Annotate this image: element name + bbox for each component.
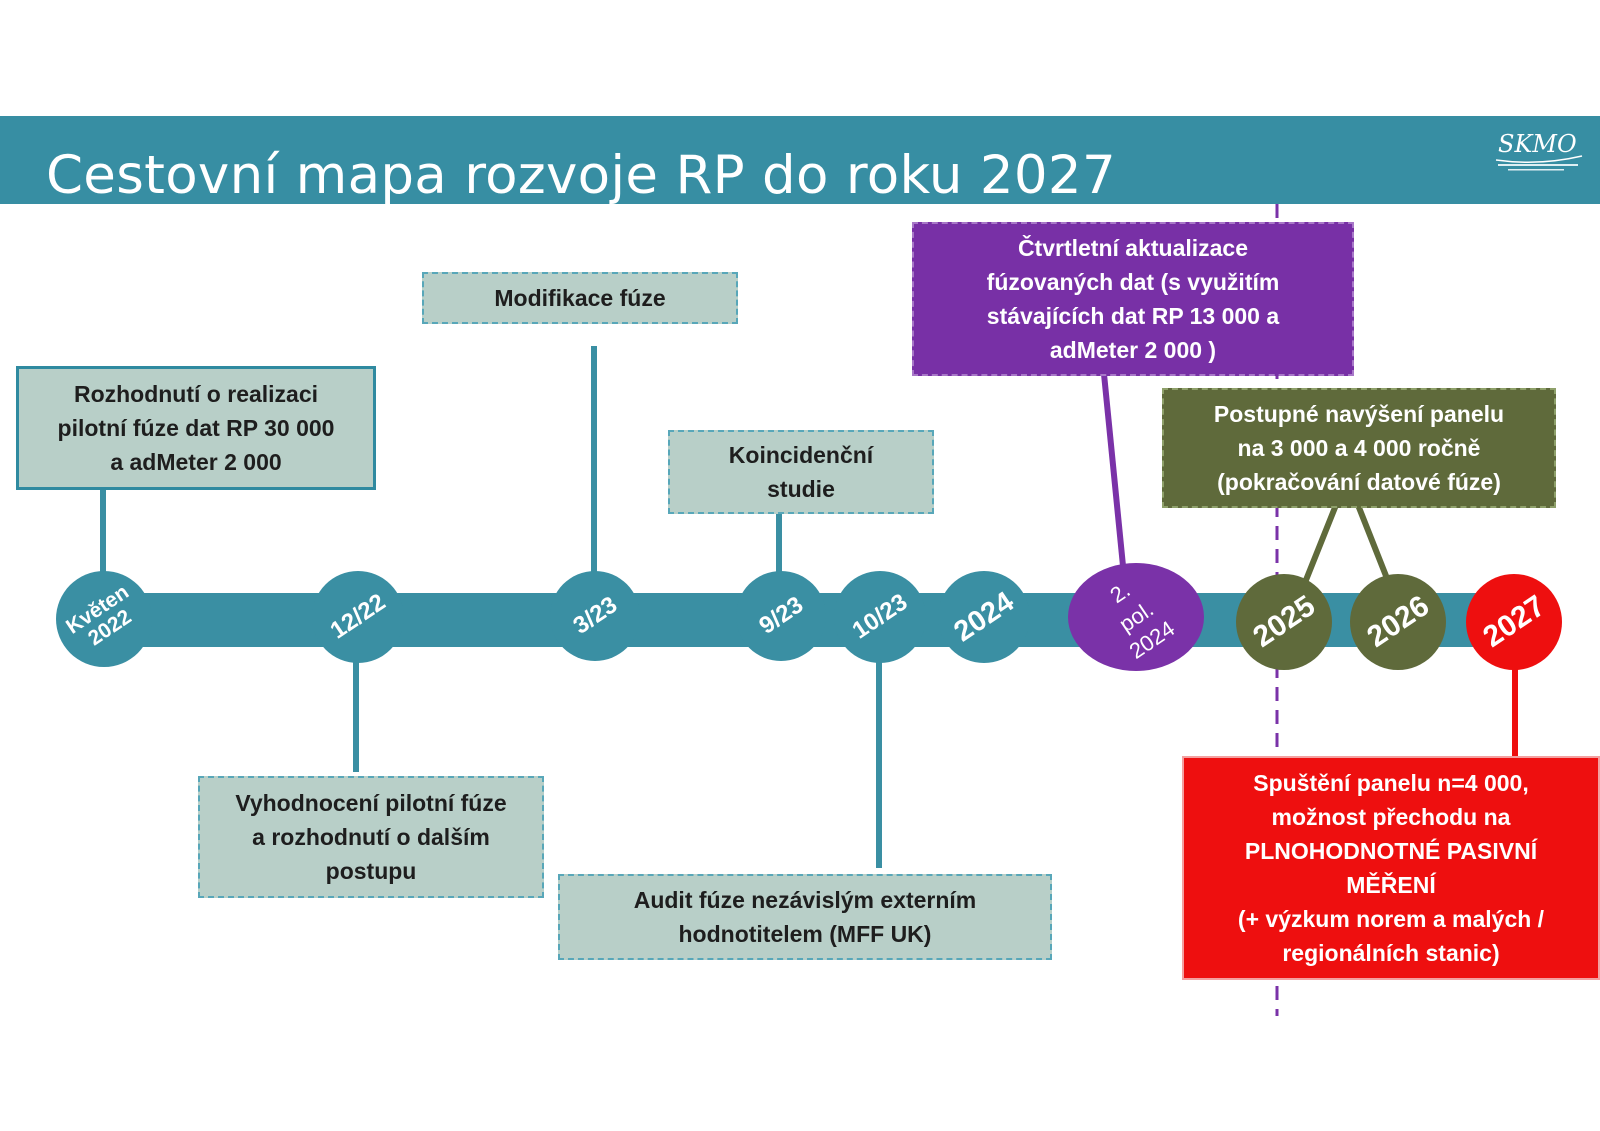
- box-evaluation-pilot-fusion: Vyhodnocení pilotní fúze a rozhodnutí o …: [198, 776, 544, 898]
- box-fusion-modification: Modifikace fúze: [422, 272, 738, 324]
- milestone-9-23: 9/23: [736, 571, 826, 661]
- header-bar: [0, 116, 1600, 204]
- milestone-label: 2025: [1246, 589, 1321, 655]
- milestone-label: 2026: [1360, 589, 1435, 655]
- milestone-label: 10/23: [847, 588, 913, 645]
- box-coincidence-study: Koincidenční studie: [668, 430, 934, 514]
- milestone-label: 2024: [948, 585, 1020, 649]
- milestone-2-pol-2024: 2. pol. 2024: [1068, 563, 1204, 671]
- milestone-label: 3/23: [568, 591, 622, 641]
- connector-coincidence: [776, 512, 782, 578]
- milestone-2024: 2024: [938, 571, 1030, 663]
- milestone-label: 2. pol. 2024: [1104, 577, 1179, 665]
- milestone-label: 12/22: [325, 588, 391, 645]
- milestone-2025: 2025: [1236, 574, 1332, 670]
- connector-modification: [591, 346, 597, 578]
- box-decision-pilot-fusion: Rozhodnutí o realizaci pilotní fúze dat …: [16, 366, 376, 490]
- milestone-10-23: 10/23: [834, 571, 926, 663]
- connector-evaluation: [353, 640, 359, 772]
- milestone-2026: 2026: [1350, 574, 1446, 670]
- connector-decision: [100, 487, 106, 599]
- milestone-label: 9/23: [754, 591, 808, 641]
- milestone-label: Květen 2022: [62, 580, 136, 651]
- connector-panel-increase-2027: [1512, 650, 1518, 757]
- box-panel-launch: Spuštění panelu n=4 000, možnost přechod…: [1182, 756, 1600, 980]
- logo-text: SKMO: [1498, 130, 1577, 158]
- milestone-12-22: 12/22: [312, 571, 404, 663]
- milestone-kveten-2022: Květen 2022: [56, 571, 152, 667]
- box-quarterly-update: Čtvrtletní aktualizace fúzovaných dat (s…: [912, 222, 1354, 376]
- skmo-logo-icon: SKMO: [1495, 130, 1583, 171]
- milestone-label: 2027: [1476, 589, 1551, 655]
- connector-audit: [876, 658, 882, 868]
- milestone-2027: 2027: [1466, 574, 1562, 670]
- page-title: Cestovní mapa rozvoje RP do roku 2027: [46, 145, 1116, 206]
- box-panel-increase: Postupné navýšení panelu na 3 000 a 4 00…: [1162, 388, 1556, 508]
- box-fusion-audit: Audit fúze nezávislým externím hodnotite…: [558, 874, 1052, 960]
- milestone-3-23: 3/23: [550, 571, 640, 661]
